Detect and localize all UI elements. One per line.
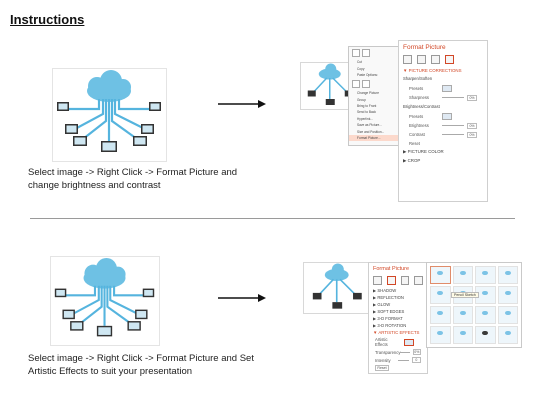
contrast-label: Contrast [409, 132, 425, 137]
cloud-network-image-2[interactable] [50, 256, 160, 346]
effect-watercolor-thumb[interactable] [497, 306, 518, 324]
intensity-row: Intensity 0 [369, 356, 427, 364]
step2-caption: Select image -> Right Click -> Format Pi… [28, 353, 254, 377]
section-artistic-effects[interactable]: ▼ ARTISTIC EFFECTS [373, 330, 420, 335]
fill-line-icon[interactable] [373, 276, 382, 285]
panel-title: Format Picture [403, 44, 446, 51]
presets-row: Presets [399, 83, 487, 93]
effect-paint-brush-thumb[interactable] [497, 286, 518, 304]
effect-line-drawing-thumb[interactable] [430, 286, 451, 304]
transparency-slider[interactable] [400, 351, 410, 353]
paste-icon[interactable] [352, 80, 360, 89]
effect-pencil-sketch-thumb[interactable] [497, 266, 518, 284]
layout-icon[interactable] [400, 276, 410, 285]
menu-item-save-as-picture[interactable]: Save as Picture... [357, 123, 382, 128]
effect-marker-thumb[interactable] [452, 266, 473, 284]
section-divider [30, 218, 515, 219]
section-picture-color[interactable]: ▶ PICTURE COLOR [403, 149, 444, 154]
brightness-slider[interactable] [442, 125, 464, 126]
section-shadow[interactable]: ▶ SHADOW [373, 288, 397, 293]
page-title: Instructions [10, 12, 85, 27]
contrast-slider[interactable] [442, 134, 464, 135]
effect-glow-diffused-thumb[interactable] [430, 306, 451, 324]
section-soft-edges[interactable]: ▶ SOFT EDGES [373, 309, 405, 314]
intensity-value[interactable]: 0 [411, 357, 421, 363]
menu-item-group[interactable]: Group [357, 97, 366, 102]
contrast-value[interactable]: 0% [467, 131, 477, 138]
gallery-tooltip: Pencil Sketch [451, 292, 479, 298]
effect-film-grain-thumb[interactable] [452, 326, 473, 344]
presets2-label: Presets [409, 113, 424, 119]
menu-item-change-picture[interactable]: Change Picture [357, 91, 379, 96]
section-3d-format[interactable]: ▶ 3-D FORMAT [373, 316, 403, 321]
format-picture-panel-2: Format Picture ▶ SHADOW ▶ REFLECTION ▶ G… [368, 262, 428, 374]
sharpness-row: Sharpness 0% [399, 93, 487, 102]
arrow-right-icon [218, 100, 266, 108]
brightness-label: Brightness [409, 123, 429, 128]
step1-caption: Select image -> Right Click -> Format Pi… [28, 167, 238, 191]
effect-none-thumb[interactable] [430, 266, 451, 284]
effect-pencil-grayscale-thumb[interactable] [475, 266, 496, 284]
menu-item-copy[interactable]: Copy [357, 66, 365, 71]
arrow-right-icon [218, 294, 266, 302]
transparency-label: Transparency [375, 349, 401, 355]
cloud-network-image-1[interactable] [52, 68, 167, 162]
cloud-network-illustration [57, 70, 161, 152]
artistic-effects-dropdown[interactable] [404, 338, 414, 346]
section-glow[interactable]: ▶ GLOW [373, 302, 391, 307]
reset-button[interactable]: Reset [409, 140, 420, 146]
effect-glow-edges-thumb[interactable] [497, 326, 518, 344]
sharpness-value[interactable]: 0% [467, 94, 477, 101]
brightness-row: Brightness 0% [399, 121, 487, 130]
section-reflection[interactable]: ▶ REFLECTION [373, 295, 404, 300]
menu-item-send-to-back[interactable]: Send to Back [357, 110, 376, 115]
picture-icon[interactable] [445, 55, 454, 64]
picture-icon[interactable] [414, 276, 423, 285]
format-picture-panel-1: Format Picture ▼ PICTURE CORRECTIONS Sha… [398, 40, 488, 202]
effect-blur-thumb[interactable] [452, 306, 473, 324]
presets-label: Presets [409, 85, 424, 91]
fill-line-icon[interactable] [403, 55, 412, 64]
section-3d-rotation[interactable]: ▶ 3-D ROTATION [373, 323, 407, 328]
cloud-network-thumb-2 [312, 263, 362, 309]
effects-icon[interactable] [386, 276, 396, 285]
menu-item-bring-to-front[interactable]: Bring to Front [357, 104, 377, 109]
effect-photocopy-thumb[interactable] [475, 326, 496, 344]
paste-picture-icon[interactable] [362, 80, 370, 89]
intensity-label: Intensity [375, 357, 391, 363]
effects-icon[interactable] [417, 55, 426, 64]
menu-item-hyperlink[interactable]: Hyperlink... [357, 116, 373, 121]
presets-dropdown[interactable] [442, 84, 452, 92]
menu-item-format-picture[interactable]: Format Picture... [349, 134, 399, 142]
transparency-value[interactable]: 0% [412, 349, 421, 355]
sharpness-slider[interactable] [442, 97, 464, 98]
artistic-effects-row: Artistic Effects [369, 336, 427, 348]
brightness-contrast-label: Brightness/Contrast [403, 104, 440, 109]
menu-item-size-position[interactable]: Size and Position... [357, 129, 385, 134]
reset-button-2[interactable]: Reset [375, 365, 389, 371]
section-crop[interactable]: ▶ CROP [403, 158, 421, 163]
effect-light-screen-thumb[interactable] [475, 306, 496, 324]
sharpness-label: Sharpness [409, 95, 430, 100]
transparency-row: Transparency 0% [369, 348, 427, 356]
presets2-row: Presets [399, 111, 487, 121]
style-icon[interactable] [352, 49, 360, 57]
crop-icon[interactable] [362, 49, 370, 57]
intensity-slider[interactable] [397, 359, 409, 361]
menu-item-cut[interactable]: Cut [357, 60, 362, 65]
sharpen-soften-label: Sharpen/Soften [403, 76, 433, 81]
step2-thumbnail-image [303, 262, 371, 314]
artistic-effects-gallery: Pencil Sketch [426, 262, 522, 348]
contrast-row: Contrast 0% [399, 130, 487, 139]
layout-icon[interactable] [431, 55, 440, 64]
artistic-effects-label: Artistic Effects [375, 337, 388, 347]
effect-cutout-thumb[interactable] [430, 326, 451, 344]
presets2-dropdown[interactable] [442, 112, 452, 120]
cloud-network-illustration-2 [54, 257, 155, 337]
context-menu: Cut Copy Paste Options: Change Picture G… [348, 46, 400, 146]
panel-title-2: Format Picture [373, 266, 410, 272]
brightness-value[interactable]: 0% [467, 122, 477, 129]
menu-item-paste-options[interactable]: Paste Options: [357, 72, 378, 77]
section-picture-corrections[interactable]: ▼ PICTURE CORRECTIONS [403, 68, 462, 73]
